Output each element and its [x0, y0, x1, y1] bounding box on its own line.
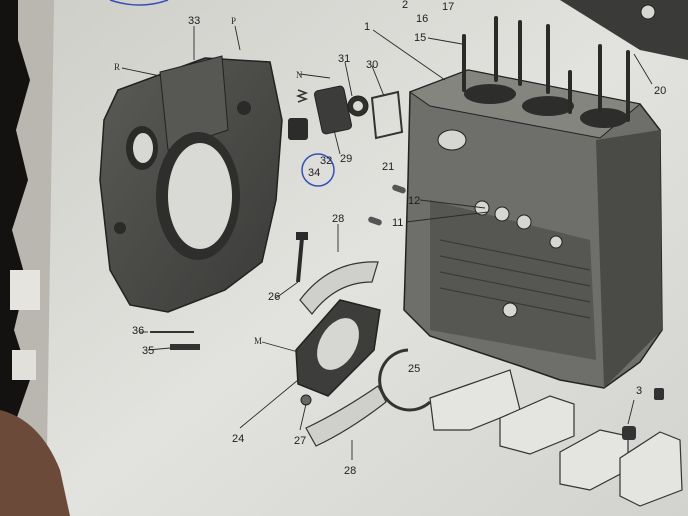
callout-N: N	[296, 70, 303, 80]
callout-12: 12	[408, 195, 420, 207]
pen-circle	[301, 153, 335, 187]
dowel-pin	[392, 184, 406, 194]
plug	[288, 118, 308, 140]
callout-11: 11	[392, 217, 403, 229]
callout-35: 35	[142, 345, 154, 357]
engine-block	[403, 16, 663, 389]
callout-3: 3	[636, 385, 642, 397]
leader-lines	[121, 25, 653, 460]
head-gasket-fragment	[560, 0, 688, 60]
callout-24: 24	[232, 433, 244, 445]
callout-32: 32	[320, 155, 332, 167]
callout-R: R	[114, 62, 120, 72]
oil-seal-bore	[353, 101, 363, 111]
callout-31: 31	[338, 53, 350, 65]
callout-27: 27	[294, 435, 306, 447]
callout-21: 21	[382, 161, 394, 173]
callout-15: 15	[414, 32, 426, 44]
dowel-pin	[368, 216, 382, 226]
callout-2: 2	[402, 0, 408, 11]
seal-carrier-bore	[317, 318, 359, 370]
paper-scrap	[12, 350, 36, 380]
callout-30: 30	[366, 59, 378, 71]
bolt	[296, 237, 304, 283]
callout-25: 25	[408, 363, 420, 375]
callout-29: 29	[340, 153, 352, 165]
nut	[300, 394, 312, 406]
bushing	[654, 388, 664, 400]
callout-28-upper: 28	[332, 213, 344, 225]
main-bearing-caps	[429, 369, 683, 507]
callout-P: P	[231, 16, 236, 26]
gasket-lower	[305, 385, 387, 447]
callout-26: 26	[268, 291, 280, 303]
callout-34: 34	[308, 167, 320, 179]
gasket	[370, 90, 404, 140]
callout-16: 16	[416, 13, 428, 25]
screw	[170, 344, 200, 350]
callout-1: 1	[364, 21, 370, 33]
callout-M: M	[254, 336, 262, 346]
gasket-hole	[640, 4, 656, 20]
finger	[0, 410, 70, 516]
paper-scrap	[10, 270, 40, 310]
callout-36: 36	[132, 325, 144, 337]
spring	[295, 89, 309, 103]
pen-scribble	[109, 0, 169, 6]
bushing	[622, 426, 636, 440]
thrust-washer	[378, 348, 432, 412]
flywheel-housing	[99, 55, 283, 313]
callout-33: 33	[188, 15, 200, 27]
bolt-head	[296, 232, 308, 240]
callout-28-lower: 28	[344, 465, 356, 477]
callout-17: 17	[442, 1, 454, 13]
gasket-upper	[299, 261, 379, 315]
callout-20: 20	[654, 85, 666, 97]
